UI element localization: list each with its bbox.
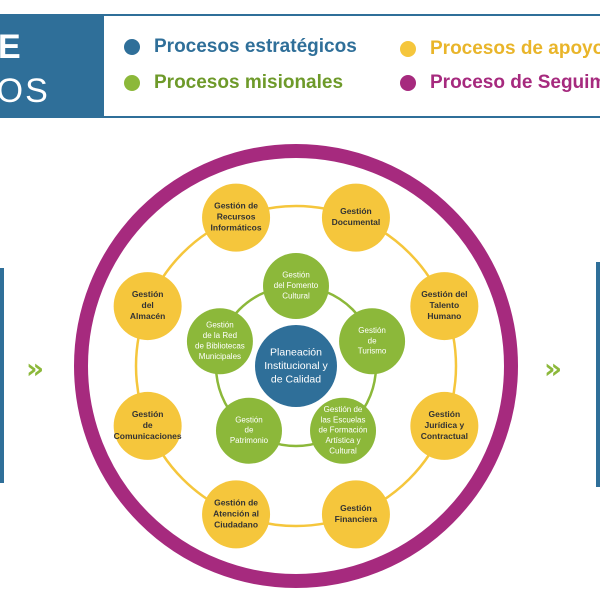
apoyo-node-gestion-de-recursos-informaticos-circle — [202, 183, 271, 252]
header-title-line2: SOS — [0, 72, 50, 110]
center-node-planeacion-circle — [255, 325, 337, 407]
apoyo-node-gestion-de-comunicaciones-circle — [113, 391, 182, 460]
header-title-block: E SOS — [0, 14, 104, 118]
legend-item-apoyo: Procesos de apoyo — [400, 38, 600, 60]
header-title-line1: E — [0, 28, 21, 66]
apoyo-orbit — [134, 204, 458, 528]
misional-node-gestion-de-patrimonio-circle — [215, 397, 282, 464]
legend-item-seguimiento: Proceso de Seguim — [400, 72, 600, 94]
misional-node-gestion-de-la-red-de-bibliotecas-municipales-circle — [186, 308, 253, 375]
apoyo-node-gestion-del-almacen-circle — [113, 272, 182, 341]
legend-dot-estrategicos — [124, 39, 140, 55]
legend-label-estrategicos: Procesos estratégicos — [154, 36, 357, 57]
apoyo-node-gestion-del-talento-humano-circle — [410, 272, 479, 341]
misional-node-gestion-de-las-escuelas-de-formacion-artistica-y-cultural-circle — [310, 397, 377, 464]
legend-label-misionales: Procesos misionales — [154, 72, 344, 93]
apoyo-node-gestion-documental-circle — [321, 183, 390, 252]
legend-label-seguimiento: Proceso de Seguim — [430, 72, 600, 93]
misional-node-gestion-de-turismo-circle — [339, 308, 406, 375]
apoyo-node-gestion-juridica-y-contractual-circle — [410, 391, 479, 460]
legend-dot-misionales — [124, 75, 140, 91]
apoyo-node-gestion-financiera-circle — [321, 480, 390, 549]
legend-dot-seguimiento — [400, 75, 416, 91]
legend-item-misionales: Procesos misionales — [124, 72, 343, 94]
legend-dot-apoyo — [400, 41, 416, 57]
left-side-bar — [0, 268, 4, 483]
legend-label-apoyo: Procesos de apoyo — [430, 38, 600, 59]
legend-item-estrategicos: Procesos estratégicos — [124, 36, 357, 58]
right-side-bar — [596, 262, 600, 487]
misional-node-gestion-del-fomento-cultural-circle — [263, 253, 329, 319]
legend: Procesos estratégicos Procesos misionale… — [104, 14, 600, 118]
apoyo-node-gestion-de-atencion-al-ciudadano-circle — [202, 480, 271, 549]
